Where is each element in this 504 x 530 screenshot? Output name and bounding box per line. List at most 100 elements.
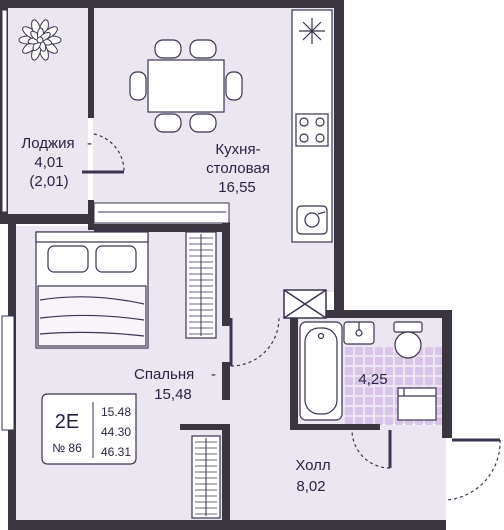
bedroom-dash: -: [211, 366, 216, 383]
washbasin-icon: [343, 321, 375, 345]
dining-table-icon: [129, 39, 243, 133]
tile: [425, 347, 433, 355]
tile: [395, 367, 403, 375]
bedroom-area: 15,48: [154, 386, 192, 403]
apartment-number: № 86: [52, 441, 82, 455]
apartment-type: 2E: [55, 411, 79, 433]
tile: [345, 377, 353, 385]
tile: [415, 367, 423, 375]
tile: [375, 367, 383, 375]
tile: [365, 357, 373, 365]
tile: [365, 347, 373, 355]
tile: [365, 377, 373, 385]
bed-icon: [35, 231, 149, 349]
tile: [355, 417, 363, 425]
tile: [425, 367, 433, 375]
tile: [345, 367, 353, 375]
hall-area: 8,02: [296, 478, 325, 495]
tile: [385, 417, 393, 425]
tile: [355, 347, 363, 355]
tile: [345, 407, 353, 415]
kitchen-name-line2: столовая: [206, 160, 270, 177]
tile: [355, 397, 363, 405]
tile: [385, 367, 393, 375]
tile: [365, 417, 373, 425]
tile: [345, 357, 353, 365]
apartment-card: 2E № 86 15.48 44.30 46.31: [41, 393, 137, 465]
tile: [425, 357, 433, 365]
tile: [355, 407, 363, 415]
tile: [385, 387, 393, 395]
vent-shaft-icon: [283, 289, 327, 319]
tile: [415, 377, 423, 385]
bathroom-door-swing: [351, 429, 391, 469]
tile: [395, 357, 403, 365]
tile: [365, 387, 373, 395]
tile: [435, 387, 443, 395]
tile: [385, 407, 393, 415]
tile: [435, 407, 443, 415]
tile: [385, 347, 393, 355]
tile: [435, 367, 443, 375]
tile: [375, 397, 383, 405]
loggia-area: 4,01: [34, 154, 63, 171]
tile: [415, 357, 423, 365]
doors: [82, 133, 501, 501]
windows: [1, 9, 230, 431]
tile: [385, 377, 393, 385]
loggia-door-swing: [93, 133, 125, 173]
tile: [345, 387, 353, 395]
tile: [435, 357, 443, 365]
tile: [405, 357, 413, 365]
bathtub-icon: [299, 321, 343, 421]
wardrobe-hall: [191, 435, 221, 519]
tile: [435, 417, 443, 425]
loggia-name: Лоджия: [21, 135, 74, 152]
tile: [345, 347, 353, 355]
tile: [435, 347, 443, 355]
tile: [435, 397, 443, 405]
toilet-icon: [393, 321, 423, 359]
sink-icon: [296, 205, 328, 235]
hall-name: Холл: [295, 457, 330, 474]
tile: [395, 377, 403, 385]
tile: [375, 377, 383, 385]
tile: [375, 407, 383, 415]
tile: [375, 417, 383, 425]
bathroom-area: 4,25: [358, 371, 387, 388]
tile: [365, 407, 373, 415]
tile: [425, 377, 433, 385]
area-full: 46.31: [101, 445, 131, 459]
tile: [435, 377, 443, 385]
area-living: 15.48: [101, 405, 131, 419]
kitchen-counter: [291, 9, 333, 243]
loggia-area-extra: (2,01): [29, 173, 68, 190]
washing-machine-icon: [397, 387, 437, 421]
tile: [375, 347, 383, 355]
ventilation-icon: [299, 18, 325, 44]
tile: [345, 417, 353, 425]
bedroom-name: Спальня: [134, 366, 194, 383]
tile: [375, 357, 383, 365]
bedroom-door-swing: [230, 317, 280, 367]
plant-icon: [18, 19, 62, 61]
loggia-window: [1, 9, 8, 213]
tile: [385, 357, 393, 365]
area-total: 44.30: [101, 425, 131, 439]
entrance-door-swing: [445, 439, 501, 501]
tile: [365, 397, 373, 405]
tile: [355, 367, 363, 375]
tile: [405, 377, 413, 385]
tile: [375, 387, 383, 395]
tile: [385, 397, 393, 405]
room-labels: Лоджия - 4,01 (2,01) Кухня- столовая 16,…: [21, 135, 387, 495]
loggia-dash: -: [87, 135, 92, 152]
stove-icon: [295, 113, 329, 147]
tile: [355, 387, 363, 395]
tile: [365, 367, 373, 375]
wardrobe-bedroom: [185, 231, 217, 339]
kitchen-area: 16,55: [218, 179, 256, 196]
tile: [345, 397, 353, 405]
tile: [355, 377, 363, 385]
